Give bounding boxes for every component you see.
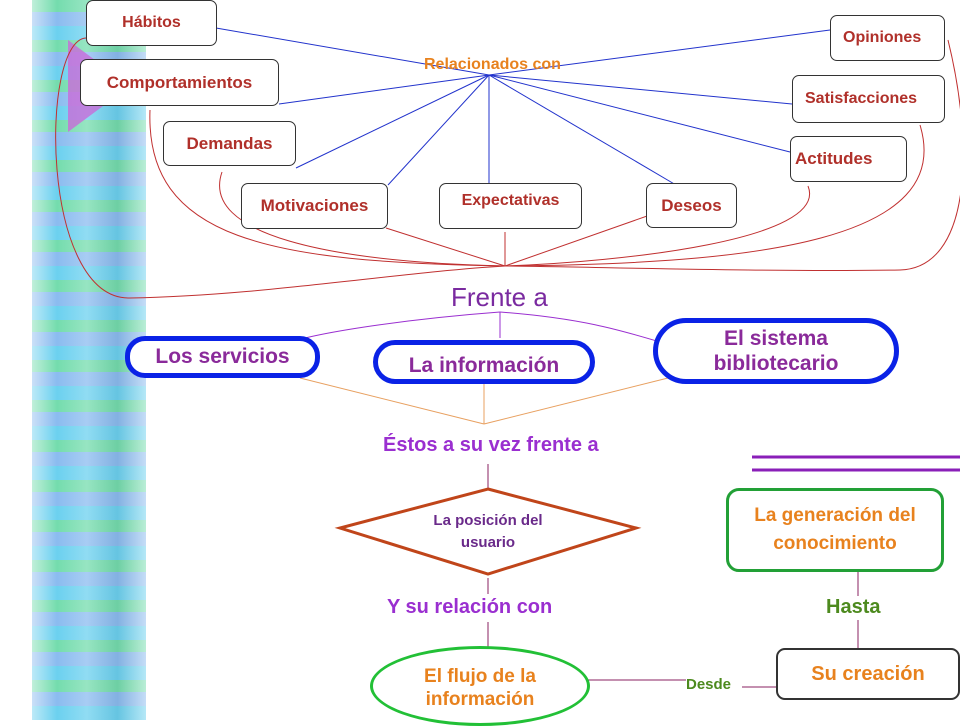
hub-connectors <box>215 27 831 186</box>
target-los-servicios: Los servicios <box>125 336 320 378</box>
factor-box-opiniones: Opiniones <box>830 15 945 61</box>
decorative-double-lines <box>752 455 960 472</box>
factor-box-satisfacciones: Satisfacciones <box>792 75 945 123</box>
factor-box-motivaciones: Motivaciones <box>241 183 388 229</box>
decision-diamond <box>334 487 642 576</box>
factor-box-deseos: Deseos <box>646 183 737 228</box>
desde-label: Desde <box>686 676 732 693</box>
flow-connectors <box>487 464 859 688</box>
frente-a-label: Frente a <box>451 282 548 312</box>
target-la-informacion: La información <box>373 340 595 384</box>
convergence-curves <box>55 37 960 299</box>
factor-box-comportamientos: Comportamientos <box>80 59 279 106</box>
factor-box-actitudes: Actitudes <box>790 136 907 182</box>
frente-connectors <box>289 311 661 343</box>
generacion-conocimiento-box: La generación del conocimiento <box>726 488 944 572</box>
flujo-informacion-oval: El flujo de la información <box>370 646 590 726</box>
estos-connectors <box>299 377 669 425</box>
factor-box-habitos: Hábitos <box>86 0 217 46</box>
factor-box-expectativas: Expectativas <box>439 183 582 229</box>
target-sistema-bibliotecario: El sistema bibliotecario <box>653 318 899 384</box>
hub-label: Relacionados con <box>424 56 561 73</box>
estos-label: Éstos a su vez frente a <box>383 434 599 456</box>
posicion-usuario-label: La posición del usuario <box>433 512 543 551</box>
hasta-label: Hasta <box>826 596 881 618</box>
relacion-label: Y su relación con <box>387 596 553 618</box>
factor-box-demandas: Demandas <box>163 121 296 166</box>
su-creacion-box: Su creación <box>776 648 960 700</box>
